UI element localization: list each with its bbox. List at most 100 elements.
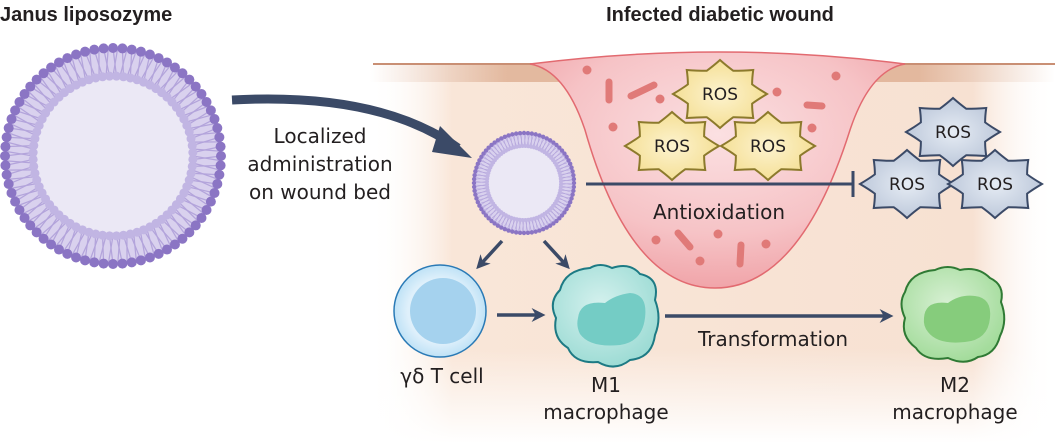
lipid-head bbox=[499, 225, 504, 230]
lipid-head bbox=[117, 43, 128, 54]
m1-label-line2: macrophage bbox=[543, 400, 668, 424]
lipid-head bbox=[6, 114, 17, 125]
lipid-head bbox=[25, 220, 36, 231]
lipid-head bbox=[25, 81, 36, 92]
bacterium-dot bbox=[807, 123, 817, 133]
lipid-head bbox=[499, 136, 504, 141]
lipid-head bbox=[551, 221, 556, 226]
lipid-head bbox=[521, 230, 527, 236]
lipid-head bbox=[485, 179, 490, 184]
lipid-head bbox=[481, 210, 486, 215]
lipid-head bbox=[184, 127, 194, 137]
lipid-head bbox=[1, 169, 12, 180]
lipid-head bbox=[125, 73, 135, 83]
lipid-head bbox=[184, 74, 195, 85]
lipid-head bbox=[569, 196, 574, 201]
lipid-head bbox=[520, 144, 525, 149]
lipid-head bbox=[544, 225, 549, 230]
bacterium-dot bbox=[582, 65, 592, 75]
m2-macrophage bbox=[900, 266, 1006, 363]
ros-label: ROS bbox=[889, 175, 925, 195]
transformation-label: Transformation bbox=[697, 327, 848, 351]
lipid-head bbox=[29, 141, 39, 151]
lipid-head bbox=[475, 199, 481, 205]
lipid-head bbox=[485, 182, 490, 187]
bacterium-dot bbox=[713, 229, 723, 239]
lipid-head bbox=[186, 134, 196, 144]
title-janus-liposozyme: Janus liposozyme bbox=[0, 4, 172, 26]
lipid-head bbox=[517, 130, 523, 136]
janus-liposozyme-small bbox=[471, 130, 577, 236]
lipid-head bbox=[214, 132, 225, 143]
lipid-head bbox=[485, 185, 490, 190]
lipid-head bbox=[489, 218, 494, 224]
lipid-head bbox=[0, 160, 11, 171]
lipid-head bbox=[135, 255, 146, 266]
m1-label-line1: M1 bbox=[591, 373, 621, 397]
lipid-head bbox=[188, 148, 198, 158]
ros-star-shape bbox=[719, 110, 817, 182]
lipid-head bbox=[517, 230, 523, 236]
lipid-head bbox=[540, 226, 546, 232]
lipid-head bbox=[54, 244, 64, 255]
administration-label-line1: Localized bbox=[274, 124, 367, 148]
liposome-core bbox=[488, 147, 560, 219]
lipid-head bbox=[571, 172, 576, 178]
lipid-head bbox=[169, 62, 180, 73]
lipid-head bbox=[215, 160, 226, 171]
lipid-head bbox=[108, 259, 118, 269]
lipid-head bbox=[523, 144, 528, 149]
lipid-head bbox=[153, 53, 164, 64]
lipid-head bbox=[187, 161, 197, 171]
lipid-head bbox=[98, 72, 108, 82]
lipid-head bbox=[32, 175, 42, 185]
lipid-head bbox=[483, 148, 489, 153]
lipid-head bbox=[475, 161, 481, 167]
lipid-head bbox=[31, 227, 42, 238]
lipid-head bbox=[554, 218, 559, 224]
lipid-head bbox=[492, 140, 497, 145]
lipid-head bbox=[153, 248, 164, 259]
lipid-head bbox=[558, 179, 563, 184]
lipid-head bbox=[38, 233, 49, 244]
administration-label-line3: on wound bed bbox=[249, 180, 391, 204]
lipid-head bbox=[10, 196, 21, 207]
bacterium-rod bbox=[803, 101, 826, 110]
lipid-head bbox=[162, 244, 172, 255]
lipid-head bbox=[472, 188, 477, 194]
lipid-head bbox=[126, 44, 137, 55]
lipid-head bbox=[489, 142, 494, 148]
lipid-head bbox=[214, 169, 225, 180]
lipid-head bbox=[188, 154, 198, 164]
lipid-head bbox=[184, 227, 195, 238]
lipid-head bbox=[118, 230, 128, 240]
lipid-head bbox=[517, 144, 522, 149]
lipid-head bbox=[502, 134, 508, 140]
lipid-head bbox=[558, 182, 563, 187]
lipid-head bbox=[38, 68, 49, 79]
lipid-head bbox=[495, 138, 501, 143]
lipid-head bbox=[98, 43, 109, 54]
lipid-head bbox=[117, 258, 128, 269]
antioxidation-label: Antioxidation bbox=[653, 200, 785, 224]
lipid-head bbox=[187, 141, 197, 151]
lipid-head bbox=[209, 187, 220, 198]
lipid-head bbox=[3, 123, 14, 134]
lipid-head bbox=[105, 231, 115, 241]
bacterium-dot bbox=[831, 71, 841, 81]
lipid-head bbox=[562, 151, 567, 156]
lipid-head bbox=[537, 228, 542, 233]
lipid-head bbox=[71, 252, 82, 263]
lipid-head bbox=[84, 75, 94, 85]
lipid-head bbox=[510, 229, 515, 234]
lipid-head bbox=[201, 97, 212, 107]
lipid-head bbox=[46, 62, 57, 73]
ros-molecule: ROS bbox=[858, 148, 956, 220]
bacterium-dot bbox=[761, 239, 771, 249]
bacterium-dot bbox=[651, 235, 661, 245]
lipid-head bbox=[46, 239, 57, 250]
lipid-head bbox=[472, 172, 477, 178]
lipid-head bbox=[571, 180, 577, 186]
lipid-head bbox=[196, 212, 207, 223]
